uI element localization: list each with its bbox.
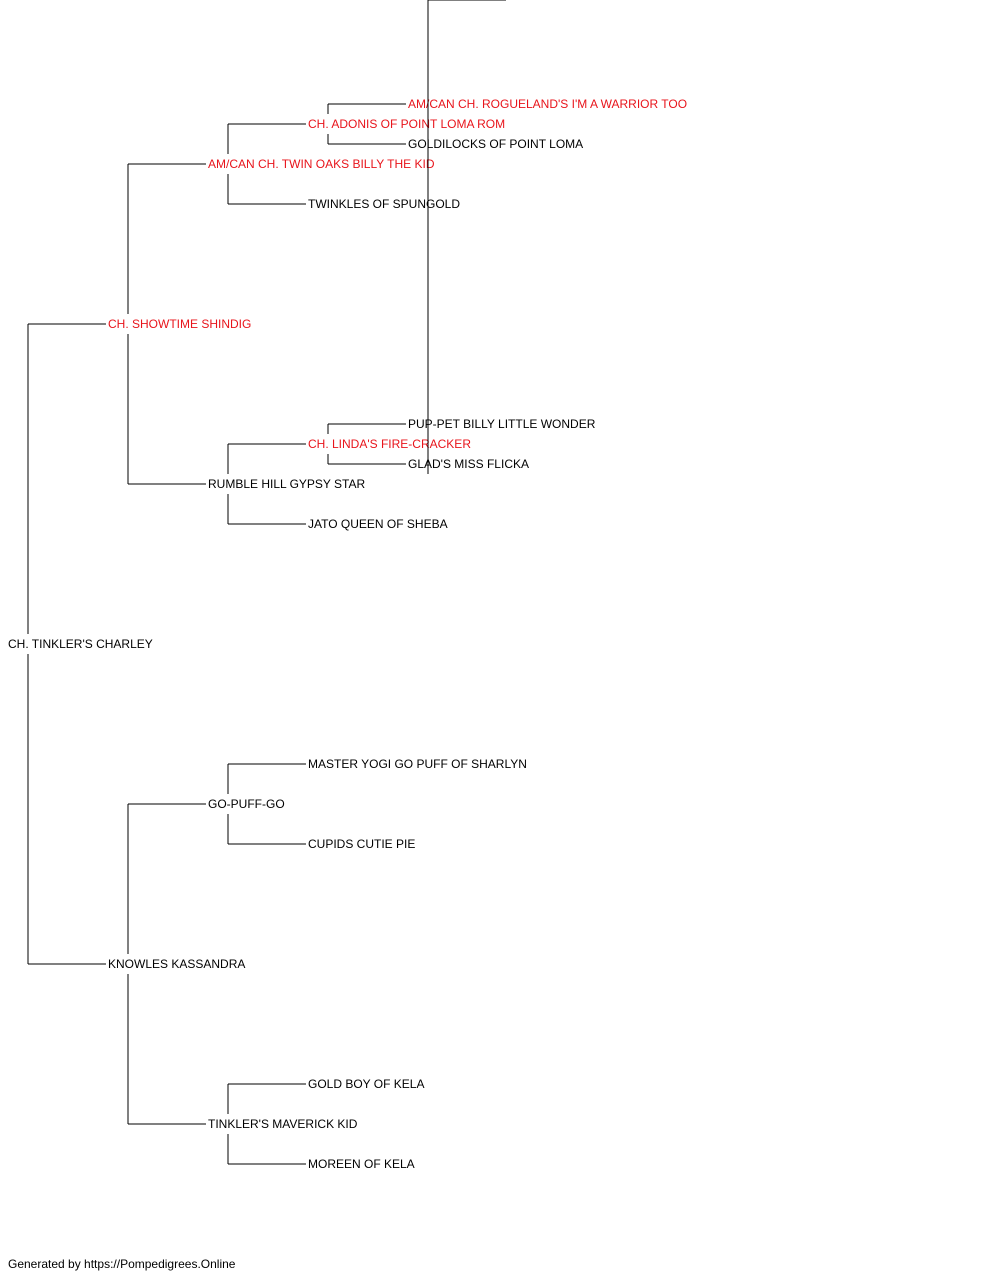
generator-footer: Generated by https://Pompedigrees.Online [8, 1257, 236, 1271]
pedigree-name-pedigree.sire.dam: RUMBLE HILL GYPSY STAR [208, 477, 365, 491]
pedigree-name-pedigree.sire.dam.dam: JATO QUEEN OF SHEBA [308, 517, 448, 531]
pedigree-name-pedigree.sire.sire.sire.sire.sire: ROGUELAND'S WEE WARRIOR [508, 0, 686, 3]
pedigree-name-pedigree.dam.sire: GO-PUFF-GO [208, 797, 285, 811]
pedigree-name-pedigree.sire.sire.sire.dam.sire: GINZABO OF CATOCTIN [508, 0, 646, 3]
pedigree-name-pedigree: CH. TINKLER'S CHARLEY [8, 637, 153, 651]
pedigree-name-pedigree.sire.dam.sire.sire.dam: PUP-PET GARNET GOLD TIP [508, 0, 672, 3]
pedigree-name-pedigree.sire.dam.sire.dam.dam: DELITE'S TRINKET OF SHERLANE [508, 0, 703, 3]
pedigree-name-pedigree.sire.dam.sire.dam: GLAD'S MISS FLICKA [408, 457, 529, 471]
pedigree-name-pedigree.sire.sire.sire.sire: AM/CAN CH. ROGUELAND'S I'M A WARRIOR TOO [408, 97, 687, 111]
pedigree-name-pedigree.sire: CH. SHOWTIME SHINDIG [108, 317, 251, 331]
pedigree-name-pedigree.dam.dam.sire: GOLD BOY OF KELA [308, 1077, 424, 1091]
pedigree-name-pedigree.sire.dam.sire: CH. LINDA'S FIRE-CRACKER [308, 437, 471, 451]
pedigree-name-pedigree.sire.dam.sire.sire: PUP-PET BILLY LITTLE WONDER [408, 417, 596, 431]
pedigree-name-pedigree.dam: KNOWLES KASSANDRA [108, 957, 245, 971]
pedigree-name-pedigree.sire.sire: AM/CAN CH. TWIN OAKS BILLY THE KID [208, 157, 435, 171]
pedigree-name-pedigree.sire.sire.sire.sire.dam: ROGUELAND'S SNO-PRINCESS [508, 0, 689, 3]
pedigree-name-pedigree.sire.sire.dam: TWINKLES OF SPUNGOLD [308, 197, 460, 211]
pedigree-name-pedigree.sire.sire.sire.dam: GOLDILOCKS OF POINT LOMA [408, 137, 583, 151]
pedigree-name-pedigree.sire.dam.sire.dam.sire: CH. GLAD'S LITTLE MISTER [508, 0, 667, 3]
pedigree-name-pedigree.sire.sire.sire.dam.dam: MORRIE CHARCOAL [508, 0, 626, 3]
pedigree-name-pedigree.sire.dam.sire.sire.sire: GENTLEMAN JIM OF POM-LEINE [508, 0, 695, 3]
pedigree-name-pedigree.sire.sire.sire: CH. ADONIS OF POINT LOMA ROM [308, 117, 505, 131]
pedigree-name-pedigree.dam.dam: TINKLER'S MAVERICK KID [208, 1117, 358, 1131]
pedigree-name-pedigree.dam.dam.dam: MOREEN OF KELA [308, 1157, 415, 1171]
pedigree-name-pedigree.dam.sire.dam: CUPIDS CUTIE PIE [308, 837, 415, 851]
pedigree-name-pedigree.dam.sire.sire: MASTER YOGI GO PUFF OF SHARLYN [308, 757, 527, 771]
